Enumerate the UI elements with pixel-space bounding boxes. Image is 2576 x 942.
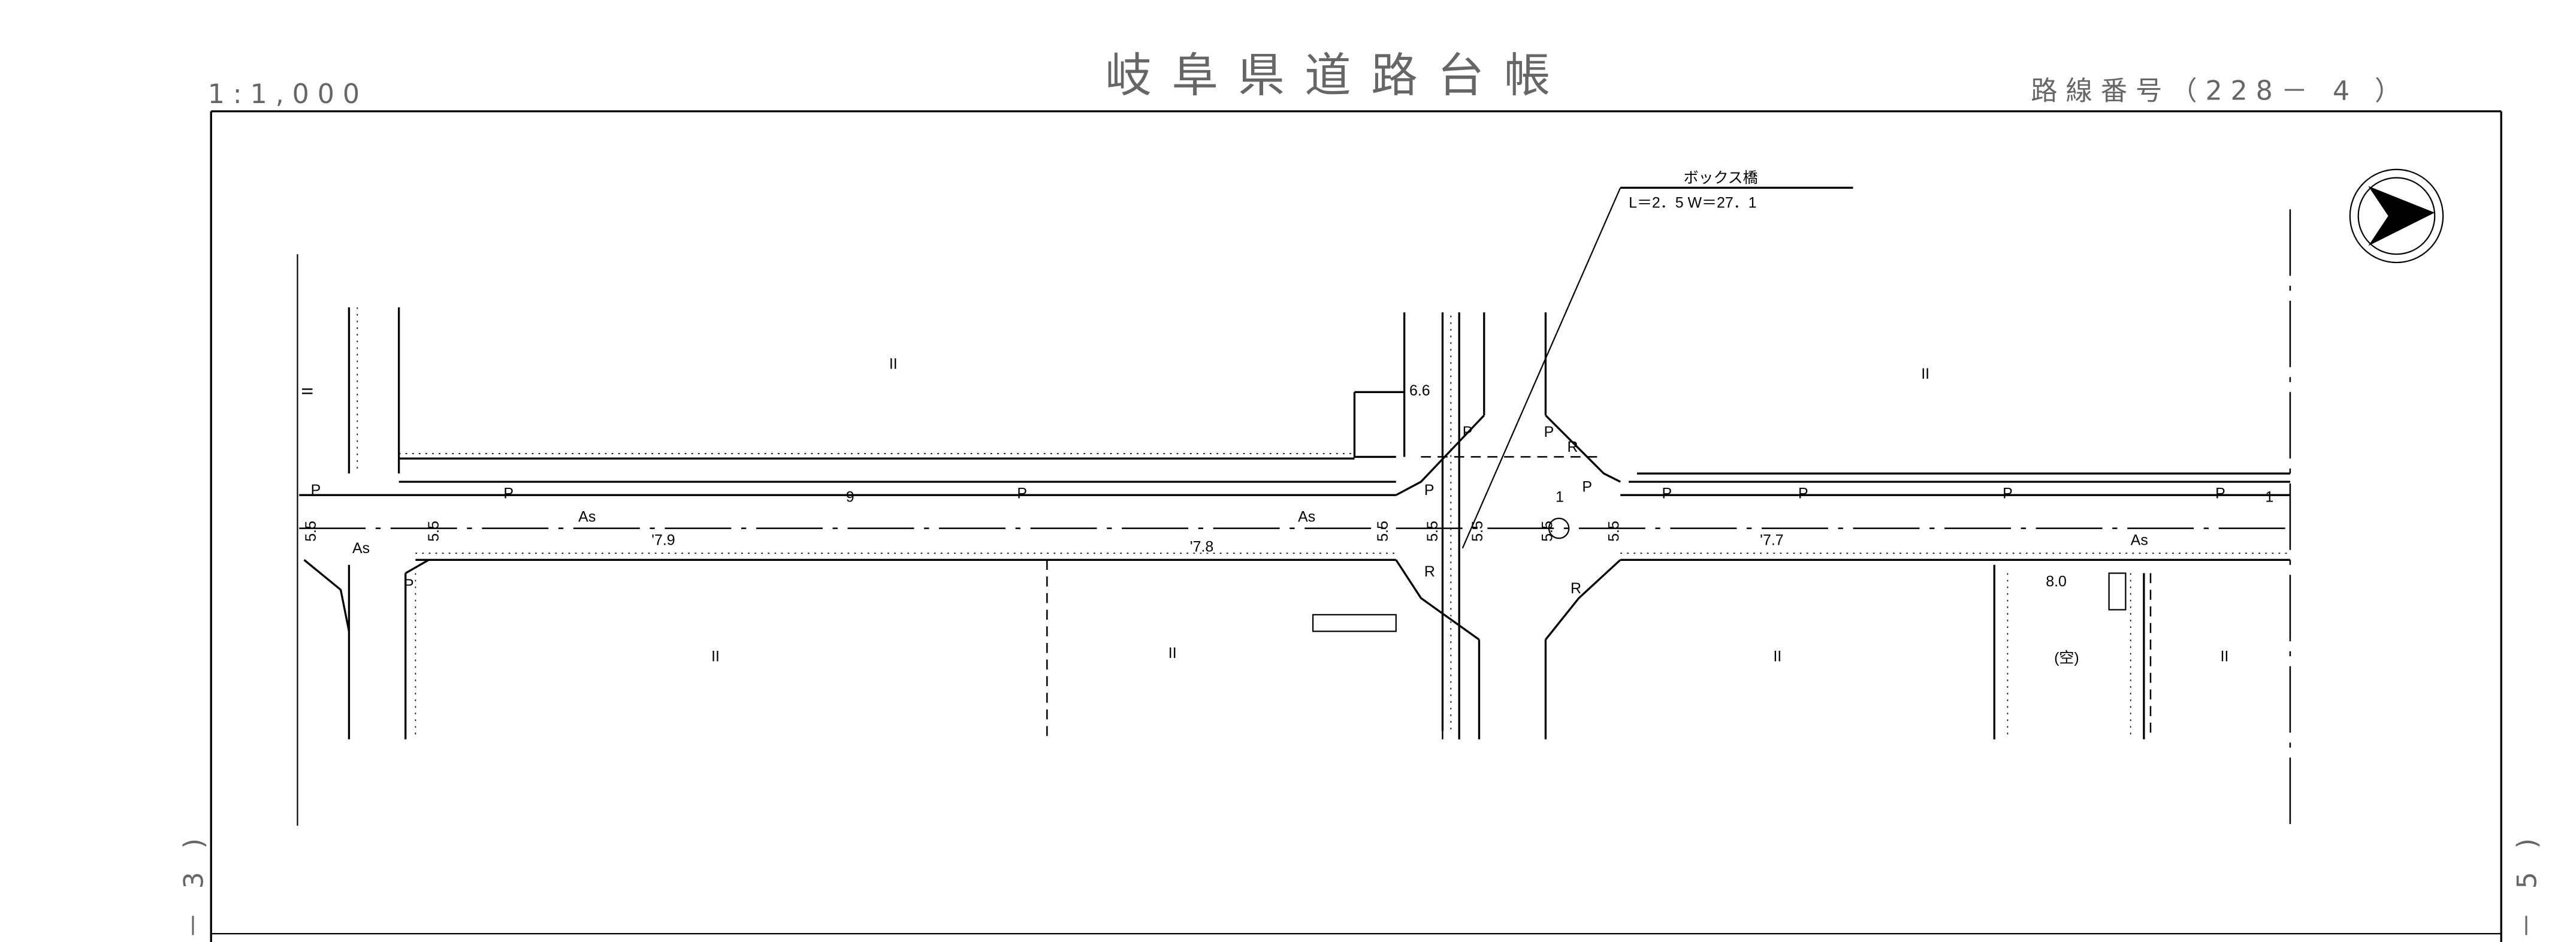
number-label: 1 (1556, 488, 1564, 505)
left-sheet-label: －3) (179, 815, 209, 938)
radius-label: R (1424, 563, 1435, 580)
parking-label: P (1662, 485, 1672, 502)
land-use-label: II (711, 648, 720, 665)
number-label: 9 (846, 488, 854, 505)
radius-label: R (1571, 580, 1581, 597)
radius-label: R (1567, 439, 1578, 455)
sheet-frame (210, 110, 2502, 942)
map-labels: As As As As P P P P P P P P P P P P R R … (299, 355, 2273, 666)
width-label: 5.5 (303, 521, 319, 542)
parking-label: P (1798, 485, 1808, 502)
land-use-label: II (1773, 648, 1781, 665)
width-label: 5.5 (1605, 521, 1622, 542)
main-road (297, 209, 2291, 826)
north-arrow-icon (2349, 168, 2444, 264)
parking-label: P (311, 482, 321, 499)
parking-label: P (503, 485, 514, 502)
elevation-label: '7.9 (651, 532, 675, 548)
parking-label: P (1424, 482, 1435, 499)
scale-label: 1:1,000 (208, 79, 368, 110)
parking-label: P (1582, 479, 1592, 496)
width-label: 5.5 (1375, 521, 1391, 542)
land-use-label: II (889, 355, 898, 372)
route-number: 路線番号（228－ 4 ） (2031, 76, 2409, 106)
pavement-label: As (352, 540, 370, 557)
intersection (1312, 312, 1621, 739)
number-label: 1 (2265, 488, 2273, 505)
parking-label: P (1463, 424, 1473, 440)
width-label: 5.5 (1424, 521, 1441, 542)
land-use-label: II (1921, 366, 1929, 382)
leader-line (1461, 187, 1621, 549)
land-use-label: II (1168, 645, 1177, 662)
pavement-label: As (578, 509, 596, 526)
vacant-label: (空) (2054, 650, 2079, 666)
page-title: 岐阜県道路台帳 (1105, 49, 1570, 103)
parking-label: P (2003, 485, 2013, 502)
side-street-right (1993, 564, 2152, 739)
parking-label: P (1017, 485, 1027, 502)
bridge-dimensions: L＝2．5 W＝27．1 (1629, 195, 1756, 212)
width-label: 5.5 (425, 521, 442, 542)
bridge-name: ボックス橋 (1684, 170, 1758, 186)
elevation-label: 8.0 (2046, 573, 2067, 590)
pavement-label: As (1298, 509, 1315, 526)
right-sheet-label: －5) (2512, 815, 2542, 938)
elevation-label: 6.6 (1409, 382, 1430, 399)
elevation-label: '7.8 (1190, 538, 1213, 555)
width-label: 5.5 (1469, 521, 1486, 542)
elevation-label: '7.7 (1760, 532, 1783, 548)
land-use-label: II (299, 387, 316, 395)
parking-label: P (404, 576, 414, 593)
pavement-label: As (2131, 532, 2148, 548)
parking-label: P (1544, 424, 1554, 440)
land-use-label: II (2220, 648, 2228, 665)
parking-label: P (2215, 485, 2225, 502)
width-label: 5.5 (1539, 521, 1556, 542)
side-street-left (303, 307, 430, 739)
